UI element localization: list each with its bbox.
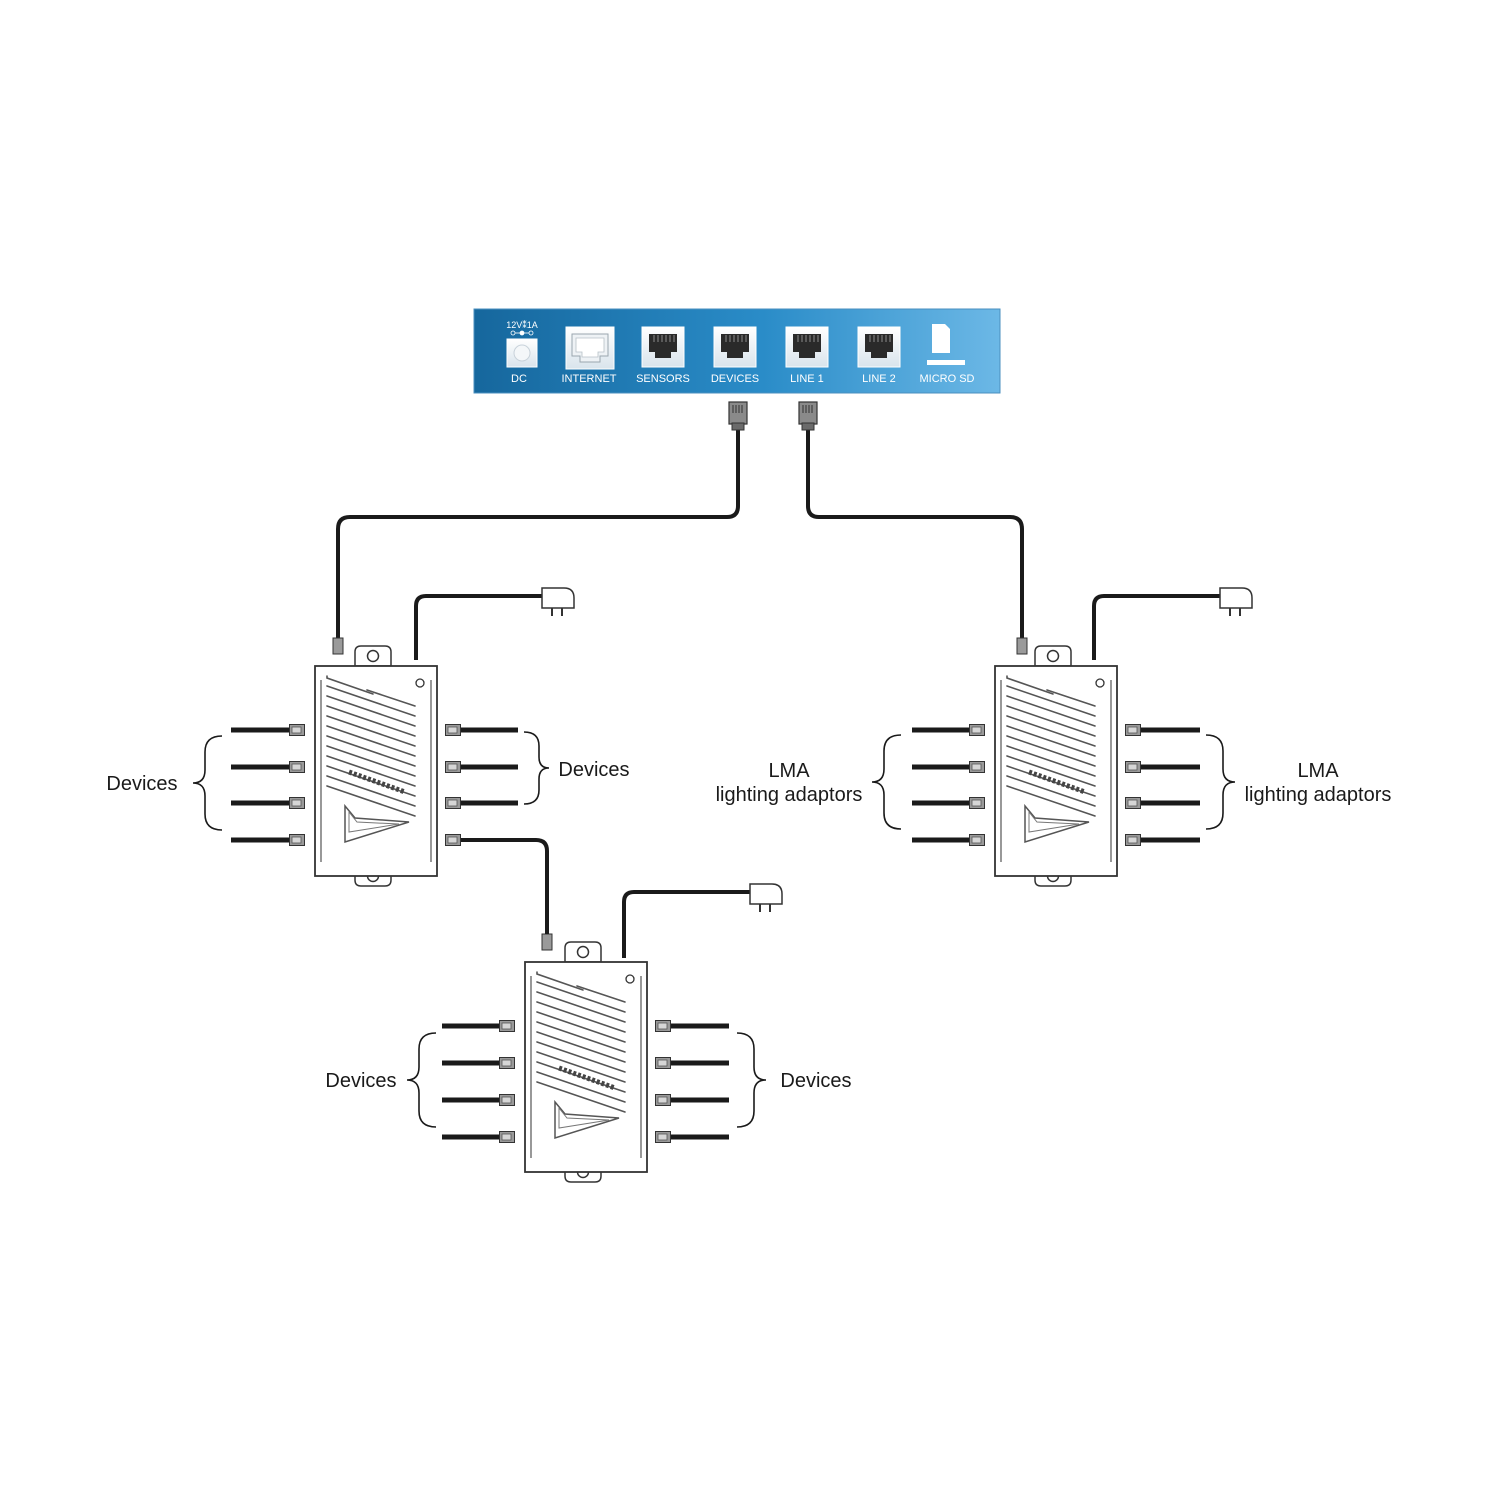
port-label-line2: LINE 2	[862, 373, 896, 385]
splitter-box-icon	[995, 646, 1117, 886]
brace-c-right	[1205, 734, 1236, 830]
rj-port-icon	[641, 326, 685, 368]
splitter-b-left-cables	[442, 1020, 515, 1143]
splitter-a-left-cables	[231, 724, 305, 846]
splitter-c	[912, 587, 1253, 886]
braces	[192, 731, 1236, 1128]
brace-c-left	[871, 734, 902, 830]
dc-voltage-label: 12V⁑1A	[506, 319, 538, 330]
port-label-line1: LINE 1	[790, 373, 824, 385]
polarity-icon	[510, 330, 534, 336]
label-lma-c-left-line2: lighting adaptors	[716, 784, 863, 806]
splitter-a-input-plug-icon	[332, 637, 344, 655]
splitter-c-right-cables	[1125, 724, 1200, 846]
port-label-devices: DEVICES	[711, 373, 759, 385]
hub-cables	[336, 428, 1024, 640]
splitter-a	[231, 587, 575, 934]
cable-line1-to-splitter-c	[806, 428, 1024, 640]
label-devices-a-left: Devices	[106, 773, 177, 795]
label-lma-c-left-line1: LMA	[768, 760, 810, 782]
port-label-dc: DC	[511, 373, 527, 385]
line2-port[interactable]: LINE 2	[857, 326, 901, 385]
line1-cable-plug-icon	[798, 401, 818, 431]
dc-port[interactable]: 12V⁑1A DC	[506, 319, 538, 385]
port-label-micro-sd: MICRO SD	[920, 373, 975, 385]
power-adapter-icon	[749, 883, 783, 913]
internet-port[interactable]: INTERNET	[562, 326, 617, 385]
rj-port-icon	[857, 326, 901, 368]
label-devices-b-right: Devices	[780, 1070, 851, 1092]
cable-devices-to-splitter-a	[336, 428, 740, 640]
splitter-box-icon	[315, 646, 437, 886]
sd-card-icon	[927, 324, 965, 365]
power-adapter-icon	[541, 587, 575, 617]
hub-panel: 12V⁑1A DC INTERNET SENSORS DE	[473, 308, 1001, 394]
splitter-b	[442, 883, 783, 1182]
label-devices-a-right: Devices	[558, 759, 629, 781]
rj-port-icon	[713, 326, 757, 368]
brace-b-left	[406, 1032, 437, 1128]
splitter-a-right-cables	[445, 724, 549, 934]
splitter-b-input-plug-icon	[541, 933, 553, 951]
devices-port[interactable]: DEVICES	[711, 326, 759, 385]
power-adapter-icon	[1219, 587, 1253, 617]
port-label-sensors: SENSORS	[636, 373, 690, 385]
brace-b-right	[736, 1032, 767, 1128]
brace-a-right	[523, 731, 550, 805]
devices-cable-plug-icon	[728, 401, 748, 431]
ethernet-port-icon	[571, 333, 609, 363]
label-lma-c-right-line1: LMA	[1297, 760, 1339, 782]
splitter-box-icon	[525, 942, 647, 1182]
line1-port[interactable]: LINE 1	[785, 326, 829, 385]
label-devices-b-left: Devices	[325, 1070, 396, 1092]
label-lma-c-right-line2: lighting adaptors	[1245, 784, 1392, 806]
rj-port-icon	[785, 326, 829, 368]
brace-a-left	[192, 735, 223, 831]
micro-sd-slot[interactable]: MICRO SD	[920, 324, 975, 385]
splitter-c-left-cables	[912, 724, 985, 846]
splitter-c-input-plug-icon	[1016, 637, 1028, 655]
sensors-port[interactable]: SENSORS	[636, 326, 690, 385]
splitter-b-right-cables	[655, 1020, 729, 1143]
port-label-internet: INTERNET	[562, 373, 617, 385]
